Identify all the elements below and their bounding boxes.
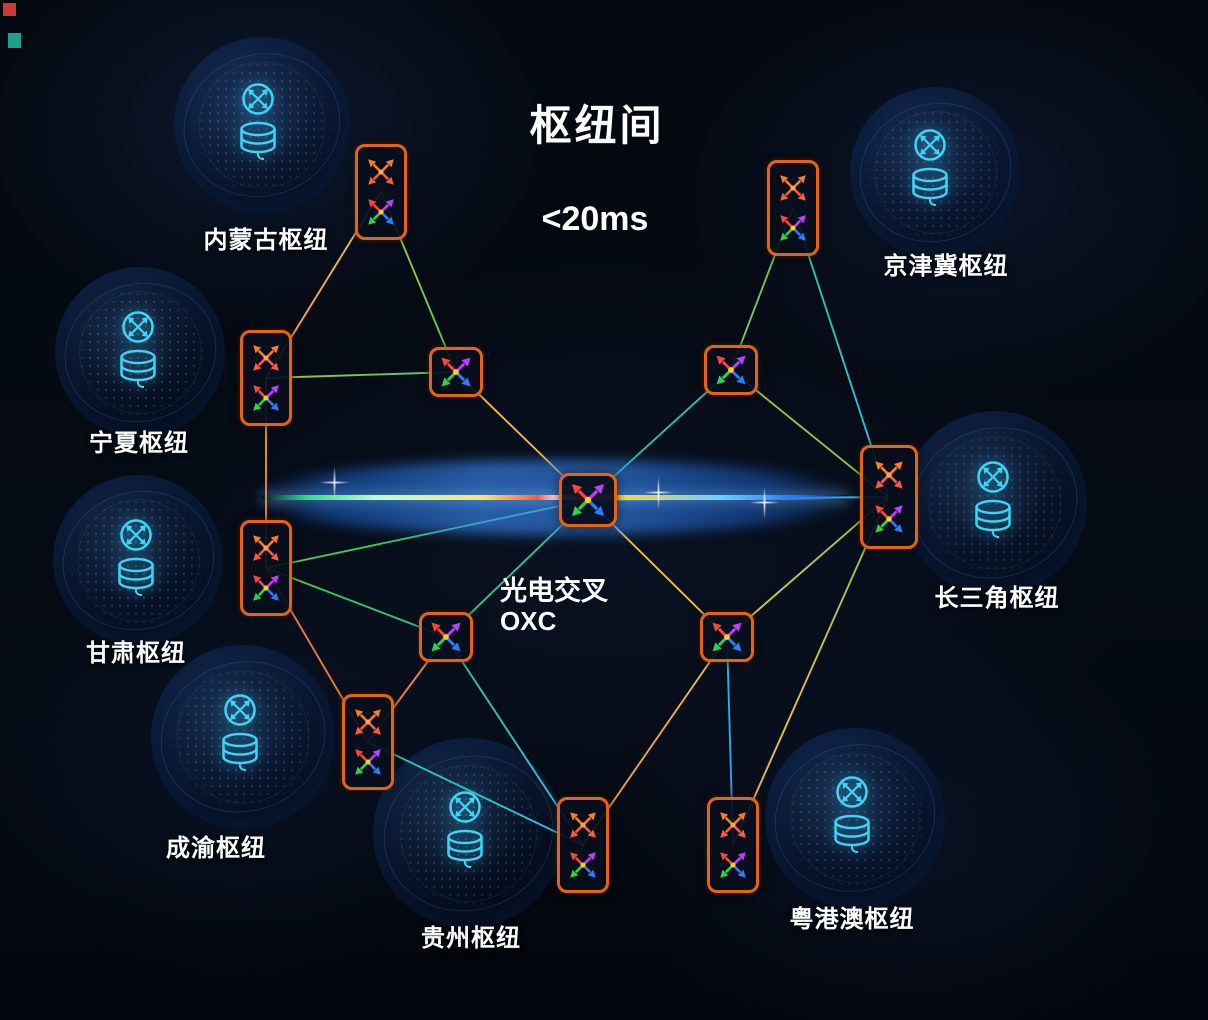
hub-gansu: 甘肃枢纽 — [53, 475, 223, 667]
hub-sphere — [850, 87, 1020, 257]
cross-connect-rainbow-icon — [570, 482, 606, 518]
cross-connect-rainbow-icon — [715, 354, 747, 386]
oxc-node-ningxia — [240, 330, 292, 426]
oxc-center-label: 光电交叉 OXC — [500, 576, 608, 636]
hub-ningxia: 宁夏枢纽 — [55, 267, 225, 457]
oxc-node-chengyu — [342, 694, 394, 790]
edge-ningxia-corenw — [265, 371, 457, 379]
oxc-core-southwest — [419, 612, 473, 662]
hub-label: 长三角枢纽 — [934, 585, 1060, 612]
oxc-node-neimenggu — [355, 144, 407, 240]
cross-connect-orange-icon — [778, 173, 808, 202]
oxc-core-southeast — [700, 612, 754, 662]
hub-sphere — [373, 738, 563, 928]
cross-connect-rainbow-icon — [353, 748, 383, 777]
cross-connect-rainbow-icon — [711, 621, 743, 653]
cross-connect-rainbow-icon — [874, 504, 904, 534]
hub-jingjinji: 京津冀枢纽 — [850, 87, 1020, 280]
hub-sphere — [174, 37, 350, 213]
oxc-node-gansu — [240, 520, 292, 616]
oxc-node-jingjinji — [767, 160, 819, 256]
cross-connect-orange-icon — [353, 707, 383, 736]
hub-sphere — [765, 728, 945, 908]
cross-connect-orange-icon — [251, 533, 281, 562]
oxc-core-northeast — [704, 345, 758, 395]
oxc-core-center — [559, 473, 617, 527]
diagram-title: 枢纽间 — [529, 102, 665, 149]
cross-connect-rainbow-icon — [718, 851, 748, 880]
hub-yuegangao: 粤港澳枢纽 — [765, 728, 945, 933]
hub-changsanjiao: 长三角枢纽 — [903, 411, 1087, 612]
latency-label: <20ms — [541, 200, 649, 238]
hub-chengyu: 成渝枢纽 — [151, 645, 335, 862]
cross-connect-rainbow-icon — [568, 851, 598, 880]
hub-guizhou: 贵州枢纽 — [373, 738, 563, 952]
cross-connect-rainbow-icon — [778, 214, 808, 243]
cross-connect-rainbow-icon — [366, 198, 396, 227]
cross-connect-rainbow-icon — [251, 384, 281, 413]
oxc-core-northwest — [429, 347, 483, 397]
cross-connect-orange-icon — [874, 460, 904, 490]
oxc-node-guizhou — [557, 797, 609, 893]
hub-sphere — [903, 411, 1087, 595]
corner-teal-square — [8, 33, 21, 48]
hub-sphere — [151, 645, 335, 829]
edge-chengyu-guizhou — [367, 741, 584, 846]
oxc-label-line1: 光电交叉 — [500, 576, 608, 606]
hub-label: 京津冀枢纽 — [883, 253, 1009, 280]
oxc-node-changsanjiao — [860, 445, 918, 549]
cross-connect-rainbow-icon — [440, 356, 472, 388]
cross-connect-orange-icon — [366, 157, 396, 186]
oxc-node-yuegangao — [707, 797, 759, 893]
cross-connect-orange-icon — [568, 810, 598, 839]
cross-connect-orange-icon — [251, 343, 281, 372]
cross-connect-rainbow-icon — [251, 574, 281, 603]
edge-yuegangao-changsanjiao — [732, 496, 889, 846]
edge-corecenter-changsanjiao — [587, 496, 889, 501]
edge-gansu-coresw — [265, 567, 447, 638]
hub-label: 成渝枢纽 — [166, 835, 266, 862]
cross-connect-orange-icon — [718, 810, 748, 839]
cross-connect-rainbow-icon — [430, 621, 462, 653]
hub-label: 甘肃枢纽 — [86, 640, 186, 667]
hub-neimenggu: 内蒙古枢纽 — [174, 37, 350, 254]
hub-label: 粤港澳枢纽 — [789, 906, 915, 933]
oxc-label-line2: OXC — [500, 606, 557, 636]
hub-label: 内蒙古枢纽 — [203, 227, 329, 254]
edge-gansu-corecenter — [265, 499, 589, 569]
corner-red-square — [3, 3, 16, 16]
hub-label: 贵州枢纽 — [421, 925, 521, 952]
hub-label: 宁夏枢纽 — [89, 430, 189, 457]
